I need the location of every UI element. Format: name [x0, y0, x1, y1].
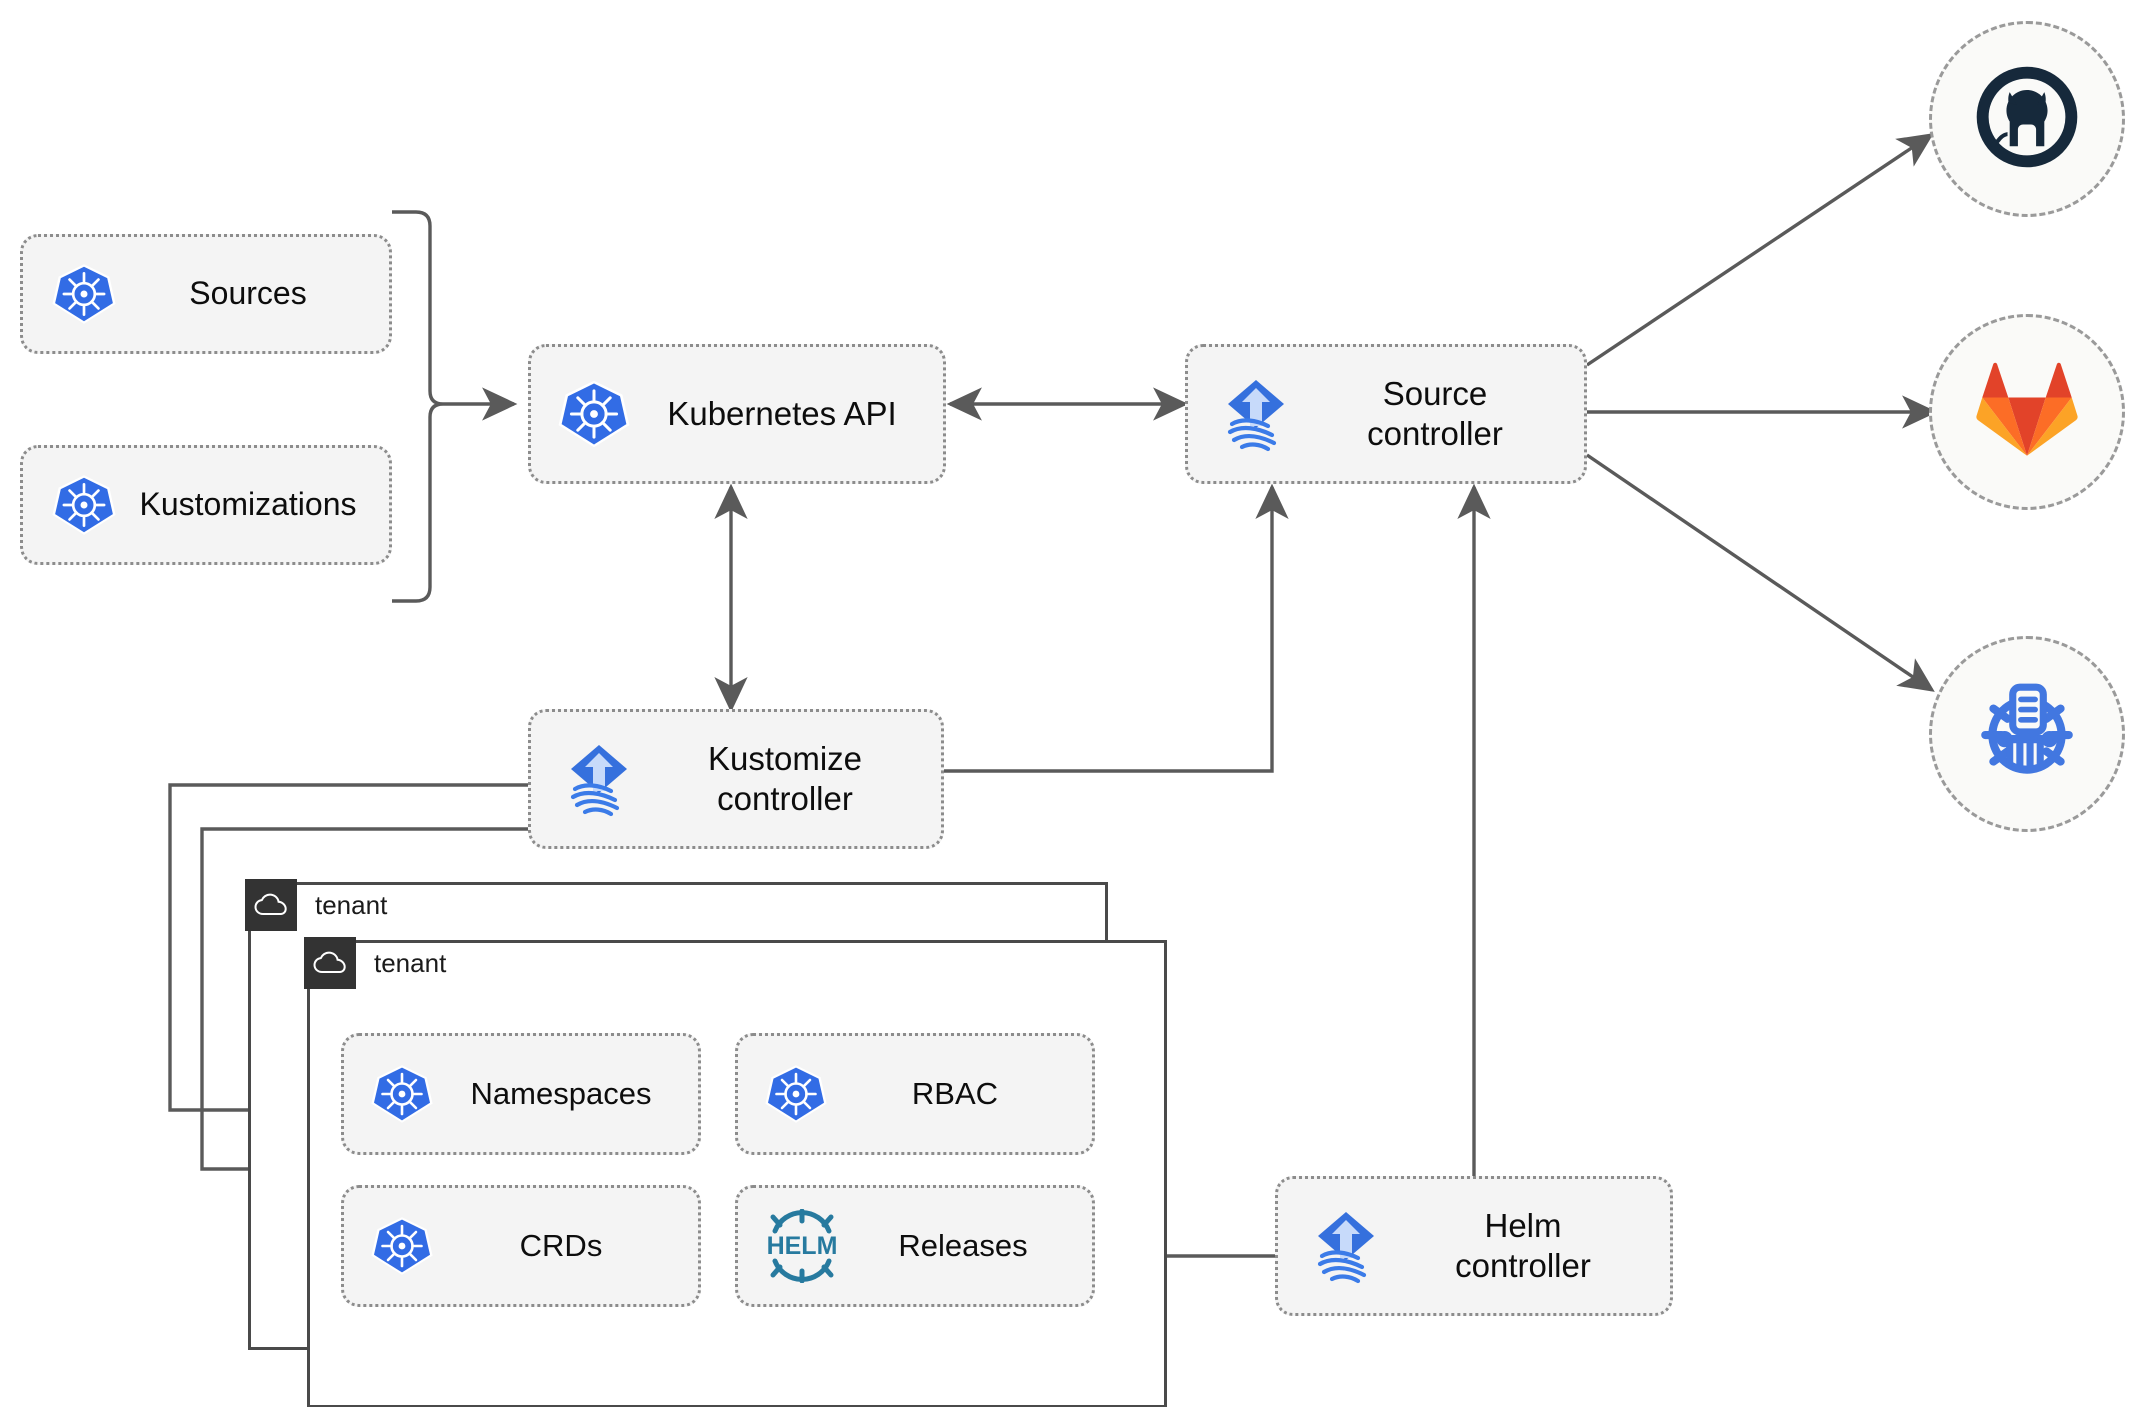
node-label: Source controller: [1367, 374, 1503, 452]
node-label: Helm controller: [1455, 1206, 1591, 1284]
gitlab-icon: [1975, 360, 2079, 465]
node-label: Kustomizations: [139, 486, 357, 523]
node-namespaces[interactable]: Namespaces: [341, 1033, 701, 1155]
repo-github[interactable]: [1929, 21, 2125, 217]
cloud-icon: [304, 937, 356, 989]
github-icon: [1974, 64, 2080, 175]
tenant-label: tenant: [315, 889, 388, 920]
helm-icon: HELM: [760, 1209, 844, 1283]
flux-icon: [1306, 1206, 1386, 1286]
kubernetes-icon: [370, 1062, 434, 1126]
repo-helm-repository[interactable]: [1929, 636, 2125, 832]
repo-gitlab[interactable]: [1929, 314, 2125, 510]
node-label: Kubernetes API: [667, 394, 897, 432]
node-label: RBAC: [911, 1076, 999, 1112]
node-releases[interactable]: HELM Releases: [735, 1185, 1095, 1307]
kubernetes-icon: [557, 377, 631, 451]
node-label: Kustomize controller: [707, 739, 863, 817]
node-source-controller[interactable]: Source controller: [1185, 344, 1587, 484]
tenant-label: tenant: [374, 947, 447, 978]
tenant-header-inner: tenant: [304, 937, 446, 989]
node-rbac[interactable]: RBAC: [735, 1033, 1095, 1155]
tenant-header-outer: tenant: [245, 879, 387, 931]
kubernetes-icon: [51, 472, 117, 538]
kubernetes-icon: [370, 1214, 434, 1278]
node-sources[interactable]: Sources: [20, 234, 392, 354]
node-kustomizations[interactable]: Kustomizations: [20, 445, 392, 565]
node-crds[interactable]: CRDs: [341, 1185, 701, 1307]
tenant-container-inner[interactable]: [307, 940, 1167, 1407]
node-kubernetes-api[interactable]: Kubernetes API: [528, 344, 946, 484]
flux-icon: [559, 739, 639, 819]
node-helm-controller[interactable]: Helm controller: [1275, 1176, 1673, 1316]
node-label: CRDs: [519, 1228, 603, 1264]
flux-icon: [1216, 374, 1296, 454]
node-label: Namespaces: [470, 1076, 652, 1112]
kubernetes-icon: [51, 261, 117, 327]
node-kustomize-controller[interactable]: Kustomize controller: [528, 709, 944, 849]
kubernetes-icon: [764, 1062, 828, 1126]
node-label: Releases: [898, 1228, 1028, 1264]
helm-repository-icon: [1971, 676, 2083, 793]
cloud-icon: [245, 879, 297, 931]
node-label: Sources: [189, 275, 307, 312]
helm-wordmark: HELM: [767, 1232, 838, 1260]
